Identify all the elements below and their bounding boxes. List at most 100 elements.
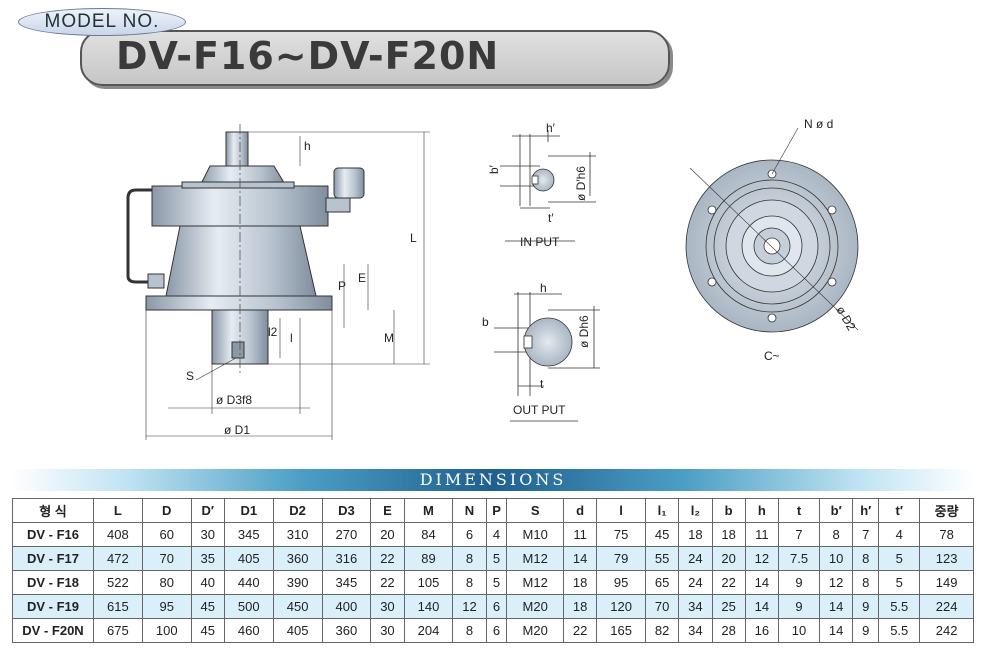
table-cell: 78	[919, 522, 974, 547]
table-cell: 4	[878, 522, 921, 547]
label-C: C~	[764, 349, 780, 363]
table-cell: 345	[321, 570, 372, 595]
table-cell: 16	[744, 618, 780, 643]
label-E: E	[358, 271, 366, 285]
table-cell: 14	[819, 594, 854, 619]
table-cell: 95	[596, 570, 647, 595]
table-cell: 11	[744, 522, 780, 547]
top-view	[685, 127, 859, 333]
table-cell: M12	[506, 546, 564, 571]
table-cell: 28	[711, 618, 746, 643]
column-header: D2	[272, 498, 323, 523]
table-cell: 105	[403, 570, 454, 595]
table-cell: 18	[562, 570, 598, 595]
page-title: DV-F16~DV-F20N	[116, 34, 500, 78]
table-cell: 20	[370, 522, 405, 547]
column-header: D1	[223, 498, 274, 523]
table-cell: 55	[645, 546, 680, 571]
table-cell: 12	[452, 594, 487, 619]
table-cell: 149	[919, 570, 974, 595]
table-cell: 615	[93, 594, 143, 619]
table-cell: 8	[452, 546, 487, 571]
column-header: E	[370, 498, 405, 523]
table-cell: 24	[678, 570, 713, 595]
table-cell: 75	[596, 522, 647, 547]
table-cell: 316	[321, 546, 372, 571]
table-cell: 70	[645, 594, 680, 619]
table-cell: M20	[506, 618, 564, 643]
table-cell: 7	[852, 522, 880, 547]
column-header: t′	[878, 498, 921, 523]
table-cell: 60	[141, 522, 192, 547]
table-cell: 95	[141, 594, 192, 619]
label-t-out: t	[540, 377, 544, 391]
table-cell: 9	[778, 570, 821, 595]
column-header: l₁	[645, 498, 680, 523]
column-header: D	[141, 498, 192, 523]
column-header: b′	[819, 498, 854, 523]
table-cell: 84	[403, 522, 454, 547]
label-D3: ø D3f8	[216, 393, 252, 407]
table-cell: 45	[190, 594, 225, 619]
table-cell: 472	[93, 546, 143, 571]
label-b-out: b	[482, 315, 489, 329]
table-cell: 14	[562, 546, 598, 571]
model-cell: DV - F17	[12, 546, 94, 571]
table-cell: 204	[403, 618, 454, 643]
table-cell: 45	[645, 522, 680, 547]
table-cell: 25	[711, 594, 746, 619]
column-header: l	[596, 498, 647, 523]
model-cell: DV - F19	[12, 594, 94, 619]
model-cell: DV - F18	[12, 570, 94, 595]
table-cell: 5	[485, 546, 508, 571]
table-cell: 40	[190, 570, 225, 595]
label-P: P	[338, 279, 346, 293]
label-S: S	[186, 369, 194, 383]
table-cell: 500	[223, 594, 274, 619]
column-header: 형 식	[12, 498, 94, 523]
table-cell: 360	[272, 546, 323, 571]
table-cell: 24	[678, 546, 713, 571]
column-header: D3	[321, 498, 372, 523]
table-cell: 12	[744, 546, 780, 571]
side-view	[126, 124, 430, 440]
label-b-prime: b′	[487, 164, 501, 174]
table-cell: 12	[819, 570, 854, 595]
output-section	[494, 292, 600, 422]
column-header: l₂	[678, 498, 713, 523]
column-header: S	[506, 498, 564, 523]
table-cell: 8	[852, 546, 880, 571]
table-cell: 390	[272, 570, 323, 595]
table-cell: 22	[711, 570, 746, 595]
table-cell: 22	[370, 570, 405, 595]
table-cell: 22	[562, 618, 598, 643]
table-cell: 140	[403, 594, 454, 619]
column-header: L	[93, 498, 143, 523]
table-cell: 100	[141, 618, 192, 643]
table-cell: 70	[141, 546, 192, 571]
table-cell: 18	[711, 522, 746, 547]
label-D-prime: ø D′h6	[574, 166, 588, 201]
table-cell: 14	[744, 570, 780, 595]
column-header: d	[562, 498, 598, 523]
label-D-out: ø Dh6	[577, 315, 591, 348]
table-cell: 675	[93, 618, 143, 643]
table-cell: 22	[370, 546, 405, 571]
table-cell: 30	[190, 522, 225, 547]
table-cell: 6	[485, 594, 508, 619]
table-cell: 5.5	[878, 594, 921, 619]
table-cell: 405	[223, 546, 274, 571]
input-section	[500, 130, 596, 242]
table-cell: 80	[141, 570, 192, 595]
table-cell: 35	[190, 546, 225, 571]
table-cell: 20	[711, 546, 746, 571]
table-cell: 34	[678, 618, 713, 643]
label-N-d: N ø d	[804, 117, 833, 131]
label-in-put: IN PUT	[520, 235, 560, 249]
